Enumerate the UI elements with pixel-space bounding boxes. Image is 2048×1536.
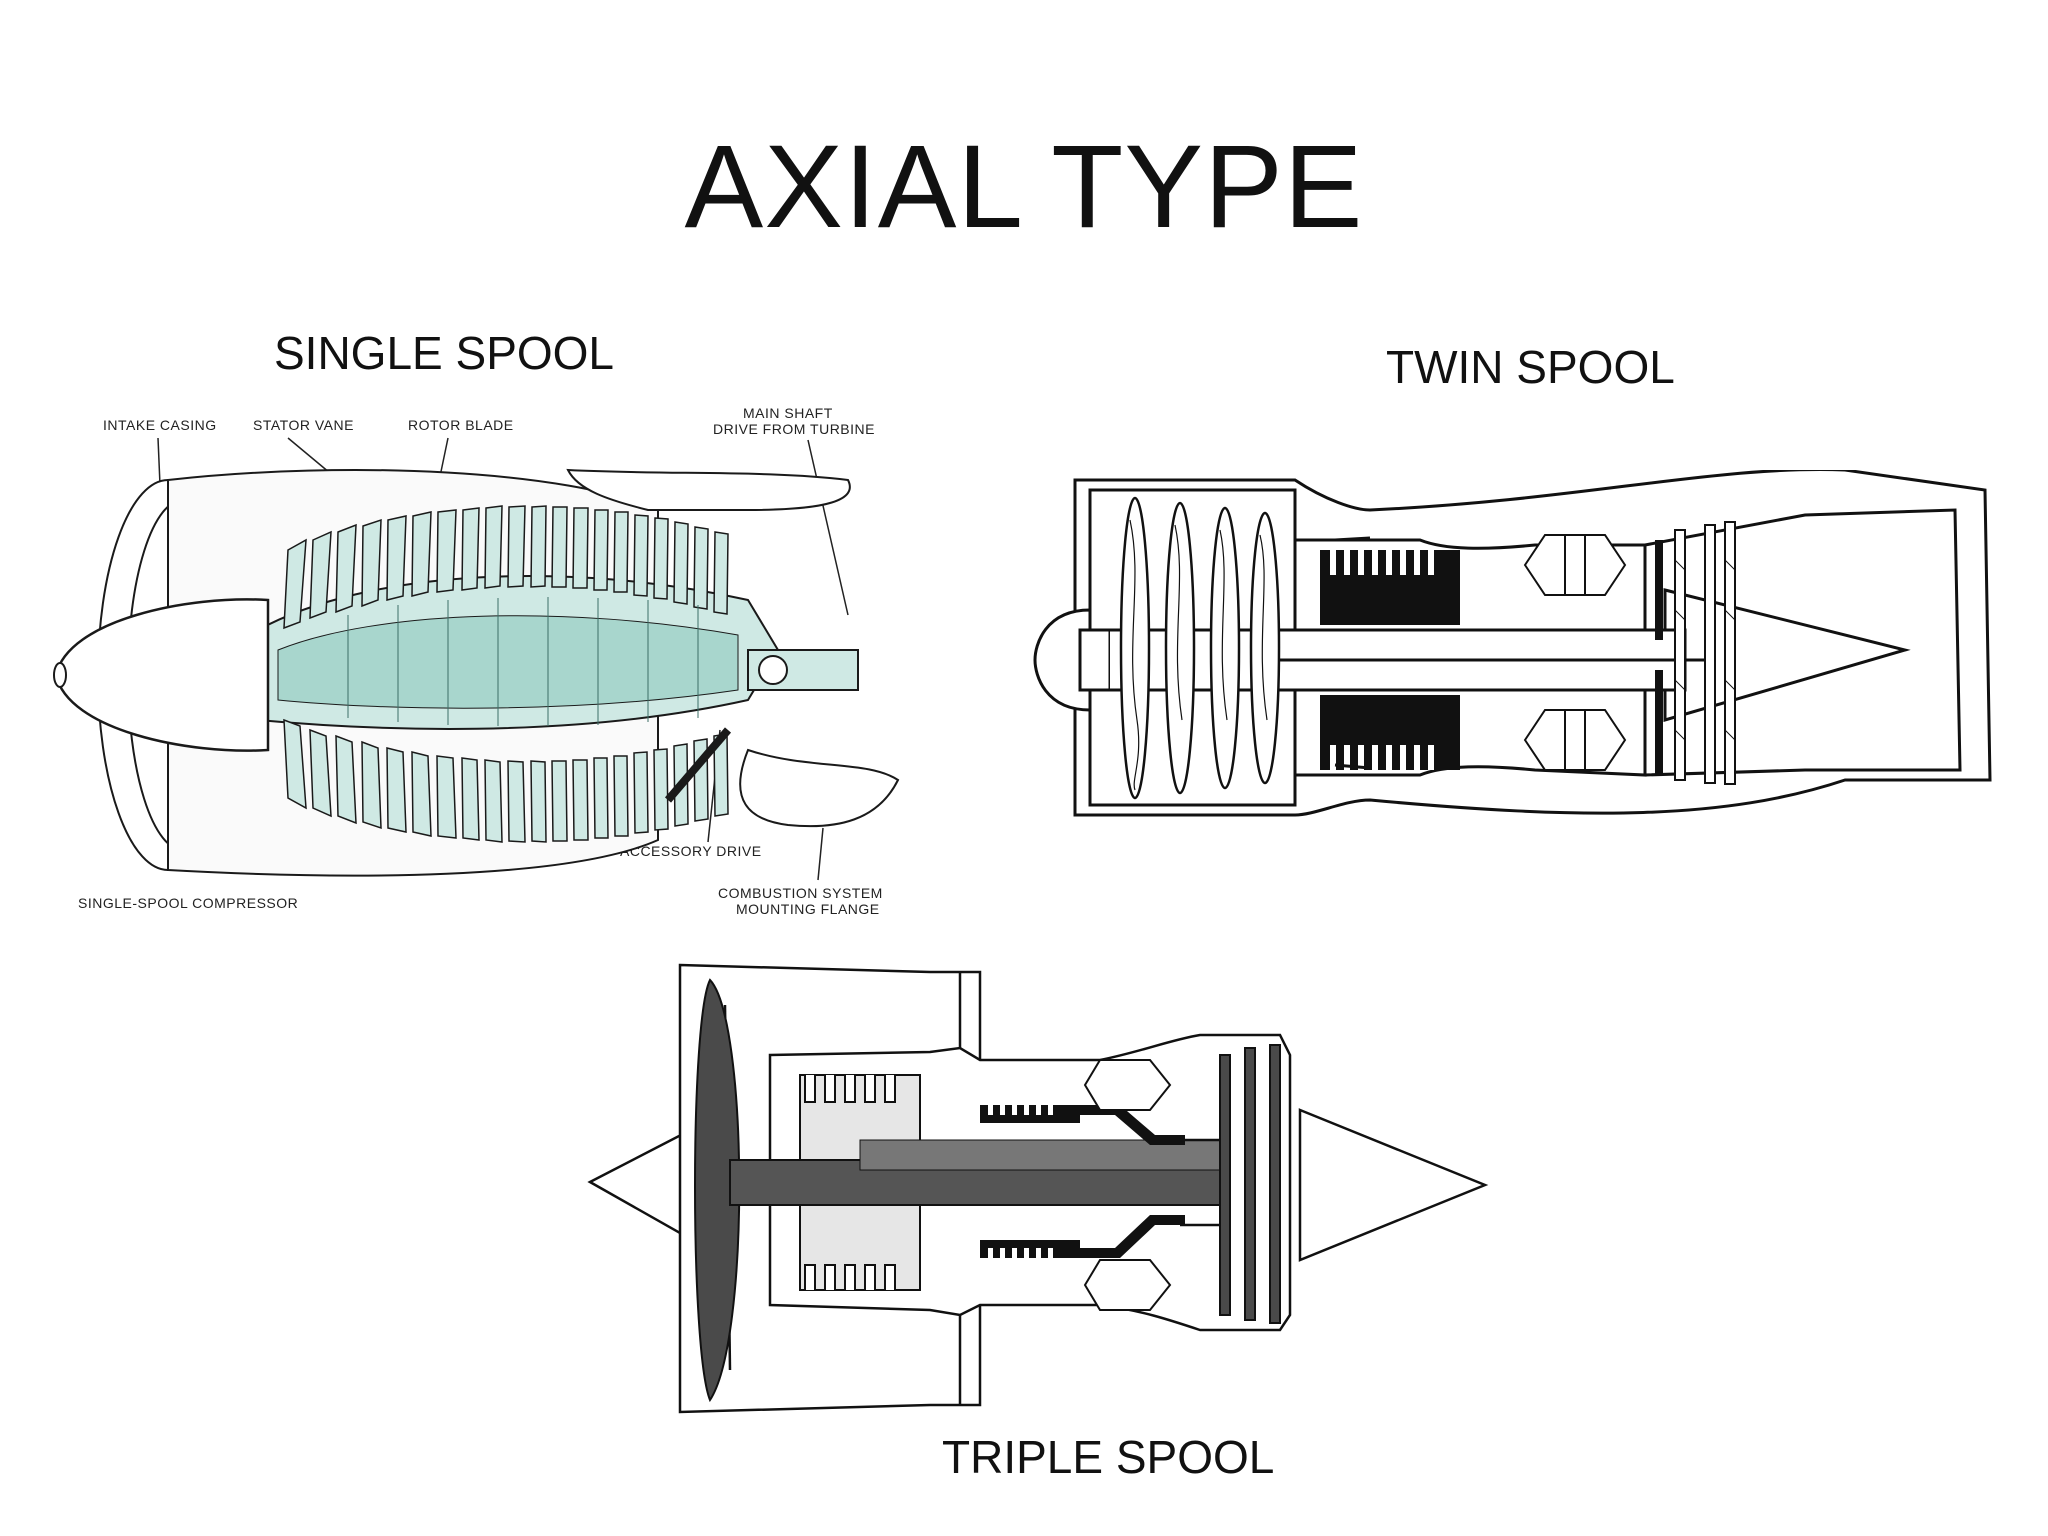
label-accessory-drive: ACCESSORY DRIVE [620,843,762,859]
label-stator-vane: STATOR VANE [253,417,354,433]
single-spool-diagram: INTAKE CASING STATOR VANE ROTOR BLADE MA… [53,405,900,917]
twin-spool-diagram [1033,470,1992,817]
single-spool-caption: SINGLE SPOOL [274,327,615,379]
label-single-spool-compressor: SINGLE-SPOOL COMPRESSOR [78,895,298,911]
label-intake-casing: INTAKE CASING [103,417,217,433]
label-mounting-flange: MOUNTING FLANGE [736,901,880,917]
label-rotor-blade: ROTOR BLADE [408,417,514,433]
triple-spool-caption: TRIPLE SPOOL [942,1431,1275,1483]
triple-spool-diagram [587,963,1489,1414]
label-combustion-system: COMBUSTION SYSTEM [718,885,883,901]
slide-title: AXIAL TYPE [684,121,1364,253]
label-main-shaft: MAIN SHAFT [743,405,833,421]
label-drive-from-turbine: DRIVE FROM TURBINE [713,421,875,437]
twin-spool-caption: TWIN SPOOL [1386,341,1675,393]
